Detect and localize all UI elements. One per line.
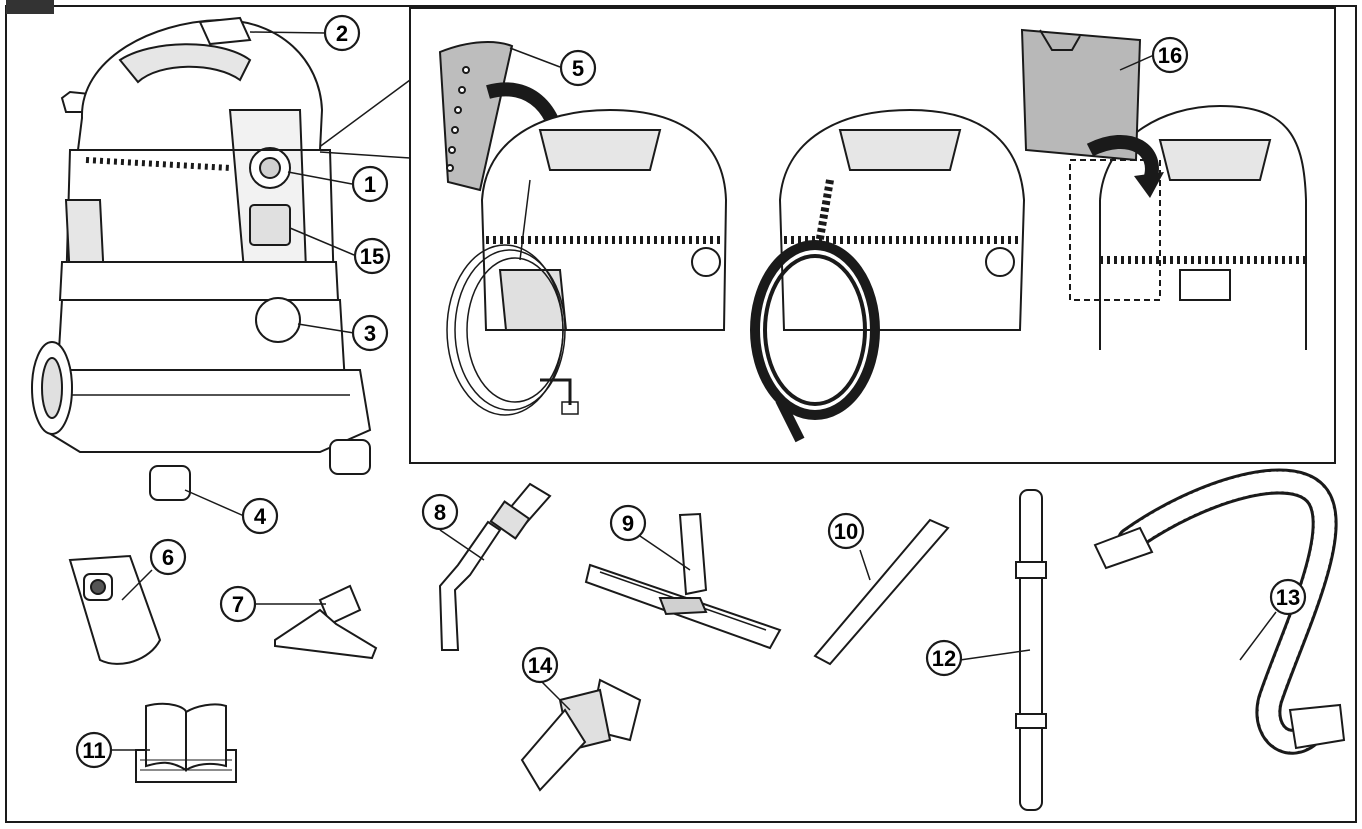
callout-14: 14 xyxy=(521,646,559,684)
zoom-line-top xyxy=(317,79,411,149)
callout-number: 2 xyxy=(336,21,348,46)
crevice-nozzle-icon xyxy=(813,518,950,666)
callout-12: 12 xyxy=(925,639,963,677)
callout-number: 7 xyxy=(232,592,244,617)
leader-lines xyxy=(112,31,1277,751)
callout-circle xyxy=(521,646,559,684)
cover-icon xyxy=(1020,28,1142,162)
callout-circle xyxy=(323,14,361,52)
arrow-icon-2 xyxy=(1086,134,1159,183)
vacuum-head-left-icon xyxy=(480,108,728,331)
callout-2: 2 xyxy=(323,14,361,52)
callout-1: 1 xyxy=(351,165,389,203)
callout-number: 10 xyxy=(834,519,858,544)
callout-15: 15 xyxy=(353,237,391,275)
arrow-head-icon-2 xyxy=(1134,172,1164,198)
adapter-icon xyxy=(520,678,642,792)
outer-frame xyxy=(5,5,1357,823)
bent-tube-icon xyxy=(438,482,552,651)
callout-6: 6 xyxy=(149,538,187,576)
callout-circle xyxy=(351,314,389,352)
callout-circle xyxy=(219,585,257,623)
extension-tube-icon xyxy=(1015,489,1047,811)
callout-number: 13 xyxy=(1276,585,1300,610)
callout-number: 8 xyxy=(434,500,446,525)
floor-nozzle-icon xyxy=(584,512,782,650)
callout-circle xyxy=(1269,578,1307,616)
hose-coil-icon xyxy=(750,179,880,443)
callout-16: 16 xyxy=(1151,36,1189,74)
callout-circle xyxy=(609,504,647,542)
callout-number: 9 xyxy=(622,511,634,536)
callout-11: 11 xyxy=(75,731,113,769)
callout-circle xyxy=(241,497,279,535)
callout-number: 16 xyxy=(1158,43,1182,68)
callout-number: 14 xyxy=(528,653,553,678)
cable-strap-icon xyxy=(438,41,514,192)
callout-13: 13 xyxy=(1269,578,1307,616)
callout-8: 8 xyxy=(421,493,459,531)
cord-icon xyxy=(446,179,579,416)
callout-circle xyxy=(827,512,865,550)
manual-icon xyxy=(135,702,237,783)
frame-tab xyxy=(6,0,54,14)
callout-circle xyxy=(149,538,187,576)
callout-number: 1 xyxy=(364,172,376,197)
callout-3: 3 xyxy=(351,314,389,352)
callout-number: 15 xyxy=(360,244,384,269)
callout-9: 9 xyxy=(609,504,647,542)
inset-frame xyxy=(409,7,1336,464)
callout-number: 4 xyxy=(254,504,267,529)
callout-4: 4 xyxy=(241,497,279,535)
flexible-hose-icon xyxy=(1093,468,1346,755)
callout-circle xyxy=(351,165,389,203)
callout-circle xyxy=(75,731,113,769)
callout-number: 6 xyxy=(162,545,174,570)
callout-number: 3 xyxy=(364,321,376,346)
callout-number: 12 xyxy=(932,646,956,671)
vacuum-cleaner-icon xyxy=(31,16,372,501)
upholstery-nozzle-icon xyxy=(274,584,378,660)
callout-10: 10 xyxy=(827,512,865,550)
callout-circle xyxy=(353,237,391,275)
vacuum-head-mid-icon xyxy=(778,108,1026,331)
callout-number: 5 xyxy=(572,56,584,81)
callout-circle xyxy=(421,493,459,531)
callout-circle xyxy=(1151,36,1189,74)
zoom-line-bottom xyxy=(319,151,411,159)
callout-circle xyxy=(559,49,597,87)
callout-number: 11 xyxy=(82,738,105,763)
callout-5: 5 xyxy=(559,49,597,87)
callout-7: 7 xyxy=(219,585,257,623)
callout-circle xyxy=(925,639,963,677)
dust-bag-icon xyxy=(68,554,162,665)
